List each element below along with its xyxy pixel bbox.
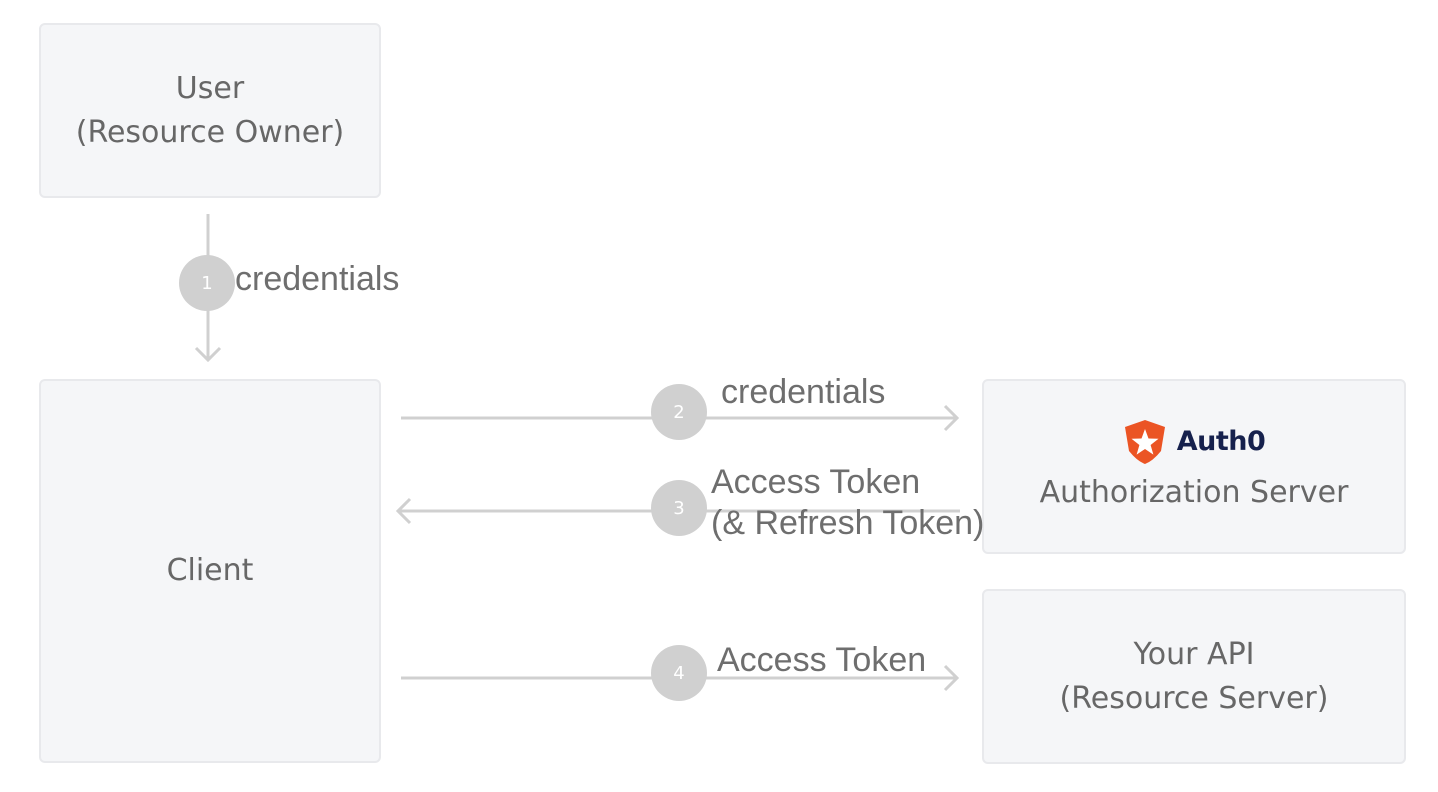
step-3-label-line2: (& Refresh Token) xyxy=(711,504,985,542)
step-4-badge: 4 xyxy=(651,645,707,701)
auth0-logo: Auth0 xyxy=(1123,419,1266,465)
api-resource-server-box: Your API (Resource Server) xyxy=(982,589,1406,764)
client-box: Client xyxy=(39,379,381,763)
user-resource-owner-box: User (Resource Owner) xyxy=(39,23,381,198)
your-api-label: Your API xyxy=(1133,636,1255,672)
step-3-label: Access Token (& Refresh Token) xyxy=(711,462,984,544)
step-2-label-text: credentials xyxy=(721,373,886,411)
authorization-server-label: Authorization Server xyxy=(1039,474,1349,510)
step-4-label: Access Token xyxy=(717,640,926,681)
client-label: Client xyxy=(166,553,254,588)
authorization-server-box: Auth0 Authorization Server xyxy=(982,379,1406,554)
resource-owner-label: (Resource Owner) xyxy=(75,114,345,150)
step-3-label-line1: Access Token xyxy=(711,463,921,501)
auth0-logo-text: Auth0 xyxy=(1176,426,1266,457)
step-2-label: credentials xyxy=(721,372,885,413)
user-label: User xyxy=(175,70,245,106)
step-4-label-text: Access Token xyxy=(717,641,927,679)
step-1-label: credentials xyxy=(235,259,399,300)
step-2-badge: 2 xyxy=(651,384,707,440)
auth0-shield-icon xyxy=(1124,419,1165,464)
step-1-badge: 1 xyxy=(179,255,235,311)
step-1-label-text: credentials xyxy=(235,260,400,298)
resource-server-label: (Resource Server) xyxy=(1059,680,1329,716)
step-3-badge: 3 xyxy=(651,480,707,536)
